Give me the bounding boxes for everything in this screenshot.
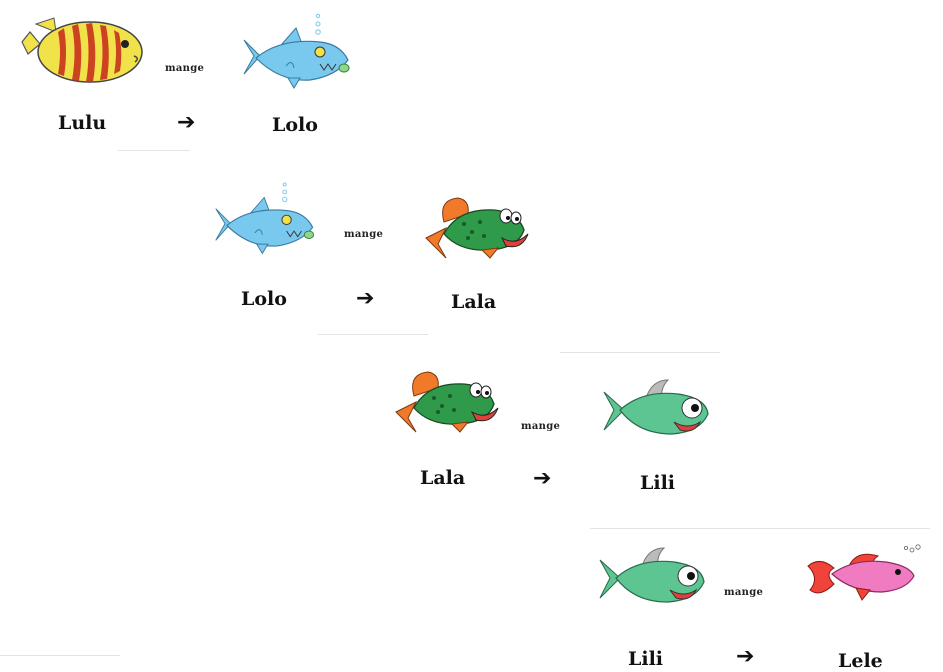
blue-fish-icon xyxy=(212,178,322,258)
pink-goldfish-icon xyxy=(806,544,922,604)
divider-line xyxy=(318,334,428,335)
fish-name-eater: Lili xyxy=(628,648,664,670)
yellow-striped-fish-icon xyxy=(21,14,143,84)
blue-fish-icon xyxy=(240,10,358,90)
green-spotted-fish-icon xyxy=(424,192,532,260)
fish-name-eaten: Lolo xyxy=(272,114,318,136)
arrow-icon: ➔ xyxy=(356,286,375,311)
divider-line xyxy=(560,352,720,353)
verb-label: mange xyxy=(521,421,561,432)
divider-line xyxy=(118,150,190,151)
arrow-icon: ➔ xyxy=(533,466,552,491)
arrow-icon: ➔ xyxy=(736,644,755,669)
mint-fish-icon xyxy=(602,378,714,442)
verb-label: mange xyxy=(724,587,764,598)
divider-line xyxy=(590,528,930,529)
divider-line xyxy=(0,655,120,656)
verb-label: mange xyxy=(344,229,384,240)
green-spotted-fish-icon xyxy=(394,366,502,434)
fish-name-eaten: Lala xyxy=(451,291,497,313)
mint-fish-icon xyxy=(598,546,710,610)
fish-name-eaten: Lele xyxy=(838,650,883,672)
arrow-icon: ➔ xyxy=(177,110,196,135)
fish-name-eaten: Lili xyxy=(640,472,676,494)
fish-name-eater: Lala xyxy=(420,467,466,489)
fish-name-eater: Lolo xyxy=(241,288,287,310)
verb-label: mange xyxy=(165,63,205,74)
fish-name-eater: Lulu xyxy=(58,112,107,134)
